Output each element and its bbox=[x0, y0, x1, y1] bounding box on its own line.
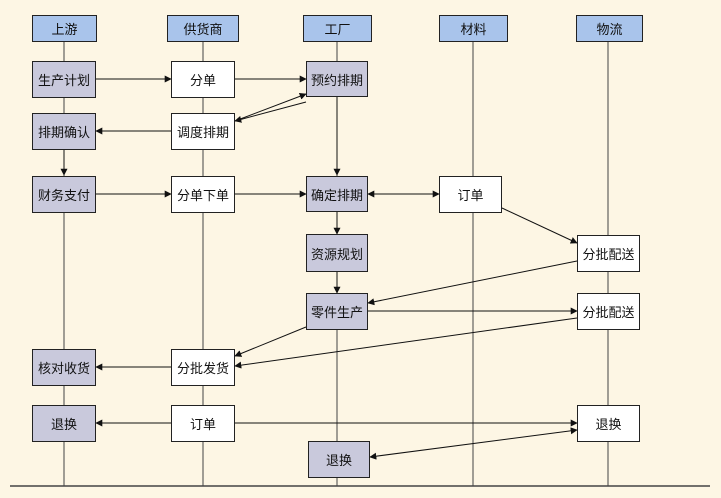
node-verify-receipt[interactable]: 核对收货 bbox=[32, 349, 96, 386]
node-supplier-order[interactable]: 订单 bbox=[171, 405, 235, 442]
node-batch-delivery-2[interactable]: 分批配送 bbox=[577, 293, 640, 330]
arrow-delivery1-to-parts bbox=[367, 260, 578, 306]
node-schedule-confirm[interactable]: 排期确认 bbox=[32, 113, 96, 150]
node-return-upstream[interactable]: 退换 bbox=[32, 405, 96, 442]
node-finance-payment[interactable]: 财务支付 bbox=[32, 176, 96, 213]
lane-header-supplier: 供货商 bbox=[167, 15, 239, 42]
node-reserve-schedule[interactable]: 预约排期 bbox=[306, 61, 368, 97]
arrow-parts-to-shipment bbox=[234, 326, 307, 357]
node-dispatch-schedule[interactable]: 调度排期 bbox=[171, 113, 235, 150]
node-confirm-schedule[interactable]: 确定排期 bbox=[306, 176, 368, 212]
arrow-factory-logistics-return bbox=[369, 427, 578, 460]
node-batch-shipment[interactable]: 分批发货 bbox=[171, 349, 235, 386]
lane-header-factory: 工厂 bbox=[303, 15, 372, 42]
arrow-order-to-delivery1 bbox=[501, 207, 578, 244]
lane-header-material: 材料 bbox=[439, 15, 508, 42]
node-parts-production[interactable]: 零件生产 bbox=[306, 293, 368, 330]
node-return-factory[interactable]: 退换 bbox=[308, 441, 370, 478]
node-return-logistics[interactable]: 退换 bbox=[577, 405, 640, 442]
arrow-dispatch-to-reserve bbox=[234, 92, 307, 122]
lane-header-upstream: 上游 bbox=[32, 15, 97, 42]
lane-header-logistics: 物流 bbox=[576, 15, 643, 42]
node-production-plan[interactable]: 生产计划 bbox=[32, 61, 96, 98]
node-resource-plan[interactable]: 资源规划 bbox=[306, 234, 368, 272]
arrow-reserve-to-dispatch bbox=[234, 101, 307, 123]
node-split-order[interactable]: 分单 bbox=[171, 61, 235, 98]
arrow-delivery2-to-shipment bbox=[234, 317, 578, 369]
node-split-place-order[interactable]: 分单下单 bbox=[171, 176, 235, 213]
node-material-order[interactable]: 订单 bbox=[439, 176, 502, 213]
node-batch-delivery-1[interactable]: 分批配送 bbox=[577, 235, 640, 272]
